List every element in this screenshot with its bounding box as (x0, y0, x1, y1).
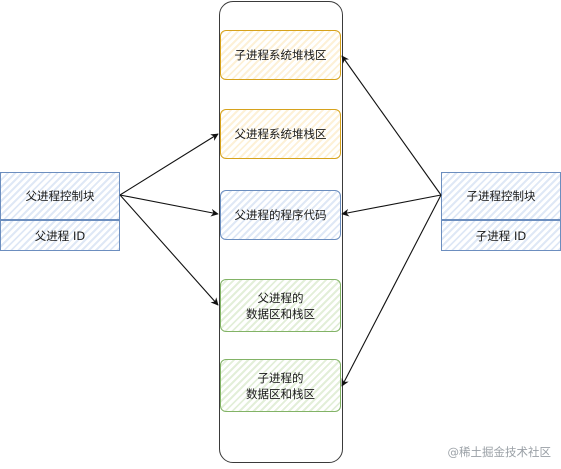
arrow-parent-pcb-to-parent-code (119, 194, 219, 217)
child-data-stack-line2: 数据区和栈区 (246, 386, 315, 401)
child-data-stack-box: 子进程的 数据区和栈区 (220, 359, 341, 412)
child-data-stack-line1: 子进程的 (257, 370, 304, 385)
parent-pid-box: 父进程 ID (0, 220, 120, 251)
arrow-child-pcb-to-child-stack (341, 55, 442, 196)
watermark: @稀土掘金技术社区 (447, 445, 552, 459)
child-pcb-label: 子进程控制块 (466, 189, 536, 203)
parent-pcb-label: 父进程控制块 (25, 189, 95, 203)
parent-data-stack-box: 父进程的 数据区和栈区 (220, 279, 341, 332)
arrow-parent-pcb-to-parent-data (119, 194, 219, 306)
child-data-stack-label: 子进程的 数据区和栈区 (246, 370, 315, 402)
parent-data-stack-line1: 父进程的 (257, 290, 304, 305)
parent-pid-label: 父进程 ID (34, 228, 86, 243)
parent-program-code-box: 父进程的程序代码 (220, 190, 341, 240)
parent-system-stack-box: 父进程系统堆栈区 (220, 109, 341, 159)
child-pid-box: 子进程 ID (441, 220, 561, 251)
parent-pcb-box: 父进程控制块 (0, 172, 120, 220)
parent-system-stack-label: 父进程系统堆栈区 (234, 127, 327, 141)
arrow-child-pcb-to-parent-code (341, 194, 442, 217)
parent-program-code-label: 父进程的程序代码 (234, 208, 327, 222)
arrow-parent-pcb-to-parent-stack (119, 133, 219, 196)
child-system-stack-label: 子进程系统堆栈区 (234, 48, 327, 62)
child-system-stack-box: 子进程系统堆栈区 (220, 30, 341, 80)
parent-data-stack-label: 父进程的 数据区和栈区 (246, 290, 315, 322)
child-pid-label: 子进程 ID (475, 228, 527, 243)
arrow-child-pcb-to-child-data (341, 194, 442, 387)
parent-data-stack-line2: 数据区和栈区 (246, 306, 315, 321)
child-pcb-box: 子进程控制块 (441, 172, 561, 220)
